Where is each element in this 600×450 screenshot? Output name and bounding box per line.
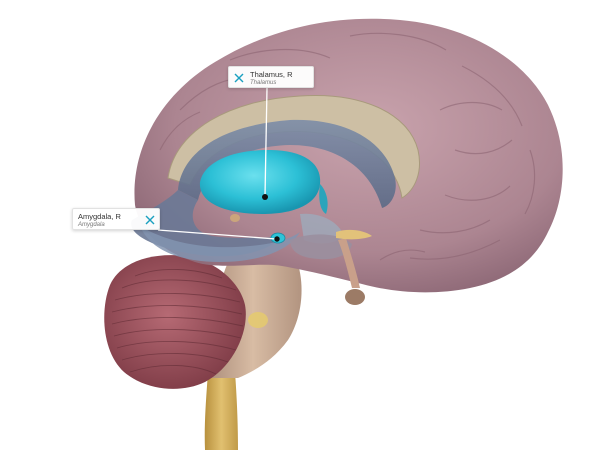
amygdala-leader-line: [157, 229, 277, 240]
pituitary-gland: [345, 289, 365, 305]
thalamus-highlight: [199, 150, 321, 214]
label-subtitle: Thalamus: [250, 79, 277, 86]
temporal-ventricle: [140, 226, 300, 262]
lateral-ventricle: [178, 119, 396, 208]
thalamus-pin: [262, 194, 268, 200]
pituitary-stalk: [338, 238, 360, 288]
label-card-thalamus[interactable]: Thalamus, R Thalamus: [228, 66, 314, 88]
cortex-sulci: [159, 32, 536, 261]
label-title: Amygdala, R: [78, 212, 121, 221]
label-card-amygdala[interactable]: Amygdala, R Amygdala: [72, 208, 160, 230]
cerebellum: [104, 255, 246, 389]
spinal-cord: [204, 372, 238, 450]
amygdala-pin: [274, 236, 280, 242]
pineal-gland: [230, 214, 240, 222]
label-subtitle: Amygdala: [78, 221, 105, 228]
close-icon[interactable]: [144, 214, 156, 226]
close-icon[interactable]: [233, 72, 245, 84]
midbrain-region: [290, 234, 352, 260]
optic-chiasm: [336, 229, 372, 240]
label-title: Thalamus, R: [250, 70, 293, 79]
thalamus-leader-line: [264, 87, 268, 197]
pons-bulge: [248, 312, 268, 328]
